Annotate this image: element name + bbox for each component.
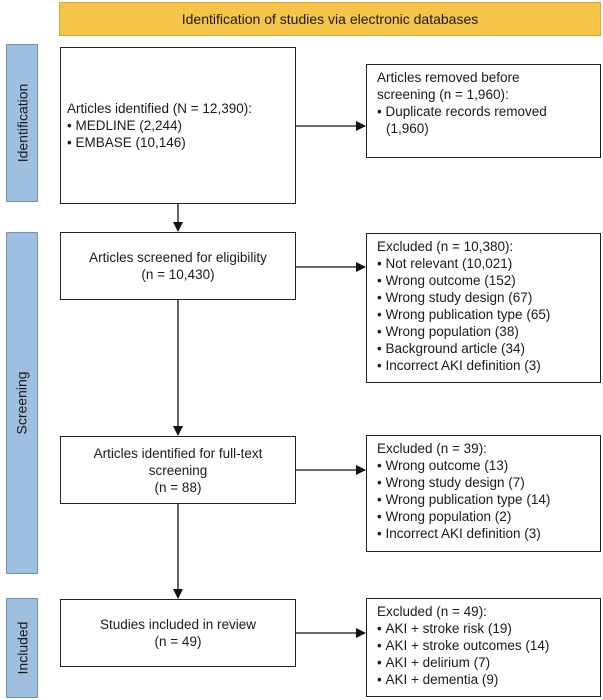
included-line2: (n = 49)	[154, 634, 202, 649]
fulltext-line2: screening	[148, 462, 208, 478]
removed-title-line2: screening (n = 1,960):	[377, 87, 509, 102]
phase-identification: Identification	[6, 44, 38, 202]
excluded3-title: Excluded (n = 49):	[377, 604, 487, 619]
removed-box: Articles removed before screening (n = 1…	[366, 64, 601, 158]
included-box: Studies included in review (n = 49)	[60, 599, 296, 667]
phase-included: Included	[6, 598, 38, 698]
header-banner: Identification of studies via electronic…	[59, 2, 601, 36]
excluded3-item: AKI + stroke outcomes (14)	[377, 637, 592, 654]
excluded1-item: Wrong population (38)	[377, 323, 592, 340]
screened-line2: (n = 10,430)	[141, 267, 215, 282]
excluded1-title: Excluded (n = 10,380):	[377, 239, 514, 254]
included-line1: Studies included in review	[99, 617, 257, 632]
fulltext-line1: Articles identified for full-text	[93, 445, 263, 461]
excluded2-box: Excluded (n = 39): Wrong outcome (13) Wr…	[366, 435, 601, 552]
removed-item-line2: (1,960)	[386, 121, 429, 136]
excluded3-item: AKI + dementia (9)	[377, 671, 592, 688]
removed-item-line1: Duplicate records removed	[377, 103, 592, 120]
excluded2-item: Wrong population (2)	[377, 508, 592, 525]
excluded3-item: AKI + stroke risk (19)	[377, 620, 592, 637]
excluded1-item: Wrong study design (67)	[377, 289, 592, 306]
fulltext-line3: (n = 88)	[154, 479, 202, 495]
excluded3-box: Excluded (n = 49): AKI + stroke risk (19…	[366, 598, 601, 697]
excluded1-box: Excluded (n = 10,380): Not relevant (10,…	[366, 233, 601, 383]
excluded1-item: Wrong outcome (152)	[377, 272, 592, 289]
phase-screening: Screening	[6, 232, 38, 574]
excluded2-title: Excluded (n = 39):	[377, 441, 487, 456]
header-title: Identification of studies via electronic…	[181, 11, 479, 27]
excluded1-item: Wrong publication type (65)	[377, 306, 592, 323]
excluded2-item: Wrong study design (7)	[377, 474, 592, 491]
excluded1-item: Background article (34)	[377, 340, 592, 357]
excluded2-item: Wrong publication type (14)	[377, 491, 592, 508]
excluded2-item: Incorrect AKI definition (3)	[377, 525, 592, 542]
removed-title-line1: Articles removed before	[377, 70, 520, 85]
identified-item-embase: EMBASE (10,146)	[67, 134, 289, 151]
excluded3-item: AKI + delirium (7)	[377, 654, 592, 671]
identified-box: Articles identified (N = 12,390): MEDLIN…	[60, 47, 296, 204]
fulltext-box: Articles identified for full-text screen…	[60, 436, 296, 504]
excluded1-item: Incorrect AKI definition (3)	[377, 357, 592, 374]
identified-title: Articles identified (N = 12,390):	[67, 101, 252, 116]
identified-item-medline: MEDLINE (2,244)	[67, 117, 289, 134]
screened-box: Articles screened for eligibility (n = 1…	[60, 232, 296, 300]
excluded2-item: Wrong outcome (13)	[377, 457, 592, 474]
excluded1-item: Not relevant (10,021)	[377, 255, 592, 272]
screened-line1: Articles screened for eligibility	[89, 250, 267, 265]
